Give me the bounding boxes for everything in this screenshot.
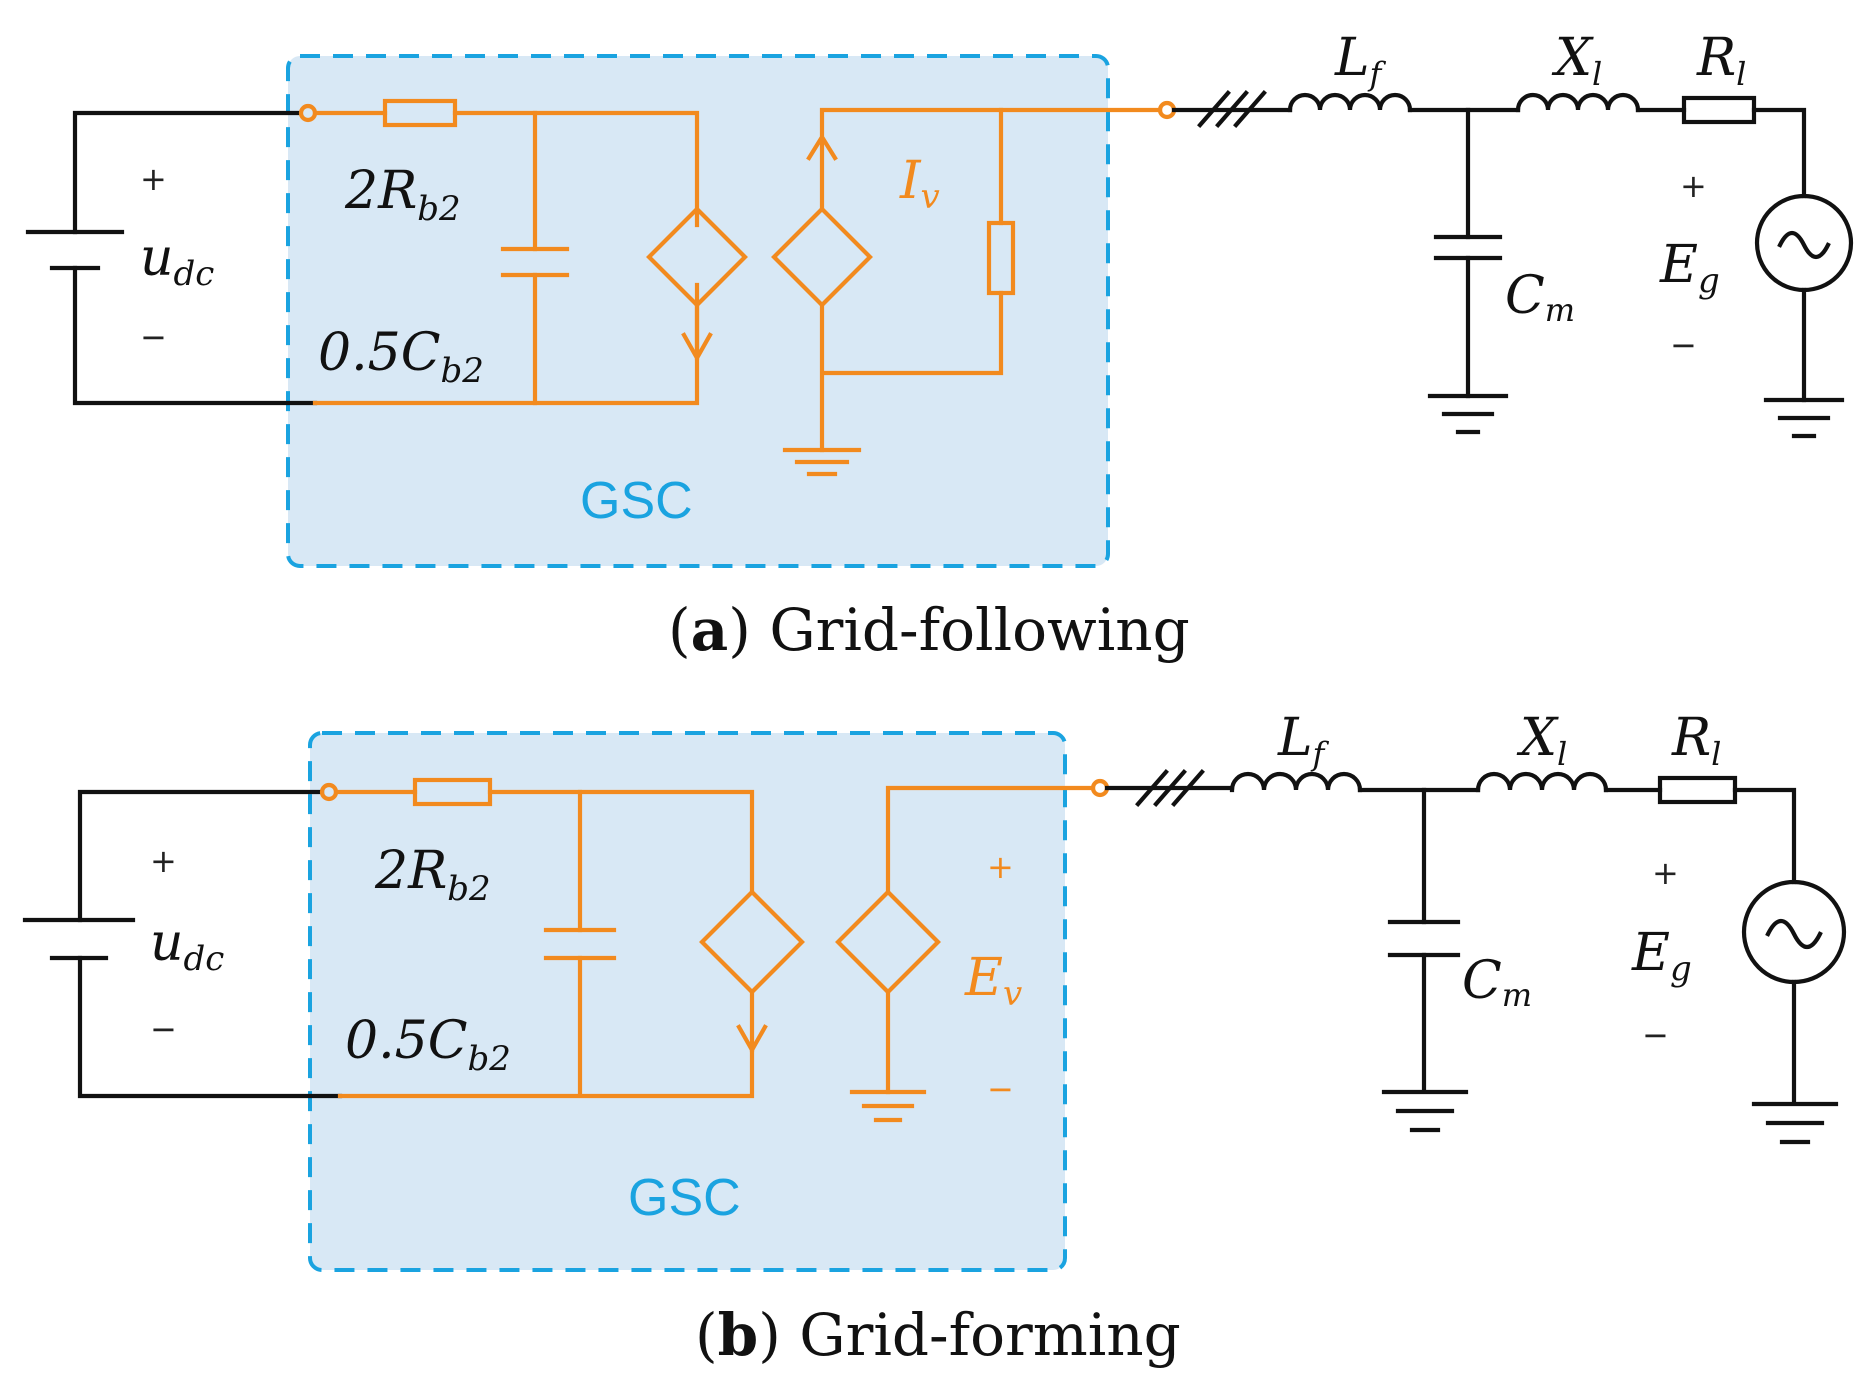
rl-label: Rl [1696,28,1746,93]
source-minus: − [987,1070,1014,1108]
resistor-label: 2Rb2 [344,161,461,229]
inductor-lf [1287,92,1413,113]
gsc-label: GSC [628,1169,741,1227]
dc-minus: − [140,318,167,356]
rl-label: Rl [1671,708,1721,773]
eg-minus: − [1670,326,1697,364]
source-plus: + [987,848,1014,886]
gsc-box [308,731,1067,1272]
lf-label: Lf [1334,28,1387,93]
cm-label: Cm [1505,266,1575,329]
capacitor-label: 0.5Cb2 [318,323,484,391]
resistor-rl [1681,95,1757,125]
eg-plus: + [1680,167,1707,205]
dc-voltage-label: udc [140,228,214,294]
resistor-2rb2 [382,98,458,128]
source-label-iv: Iv [899,151,940,217]
ac-source-eg [1754,193,1854,293]
eg-label: Eg [1631,923,1692,989]
grid-network [1171,90,1854,439]
dc-minus: − [150,1010,177,1048]
eg-minus: − [1642,1016,1669,1054]
inductor-xl [1515,92,1641,113]
dc-voltage-label: udc [150,913,224,979]
resistor-label: 2Rb2 [374,841,491,909]
capacitor-label: 0.5Cb2 [345,1011,511,1079]
dc-plus: + [140,160,167,198]
source-label-ev: Ev [964,948,1022,1014]
shunt-resistor [986,220,1016,296]
panel-grid-following: GSC + udc − Iv [25,28,1854,664]
dc-source: + udc − [22,789,343,1099]
panel-grid-forming: GSC + udc − + Ev − 2Rb [22,708,1847,1369]
caption-b: (b) Grid-forming [695,1301,1181,1369]
grid-network [1104,769,1847,1145]
ac-source-eg [1741,879,1847,985]
dc-source: + udc − [25,110,318,406]
gsc-label: GSC [580,472,693,530]
resistor-2rb2 [412,777,493,807]
converter-circuit: + Ev − [319,777,1110,1123]
eg-label: Eg [1659,235,1720,301]
dc-plus: + [150,842,177,880]
lf-label: Lf [1277,708,1330,773]
xl-label: Xl [1516,708,1567,773]
xl-label: Xl [1551,28,1602,93]
caption-a: (a) Grid-following [668,596,1190,664]
resistor-rl [1657,775,1738,805]
converter-circuit: Iv [298,98,1177,477]
cm-label: Cm [1462,951,1532,1014]
inductor-xl [1475,771,1609,793]
inductor-lf [1229,771,1363,793]
eg-plus: + [1652,854,1679,892]
